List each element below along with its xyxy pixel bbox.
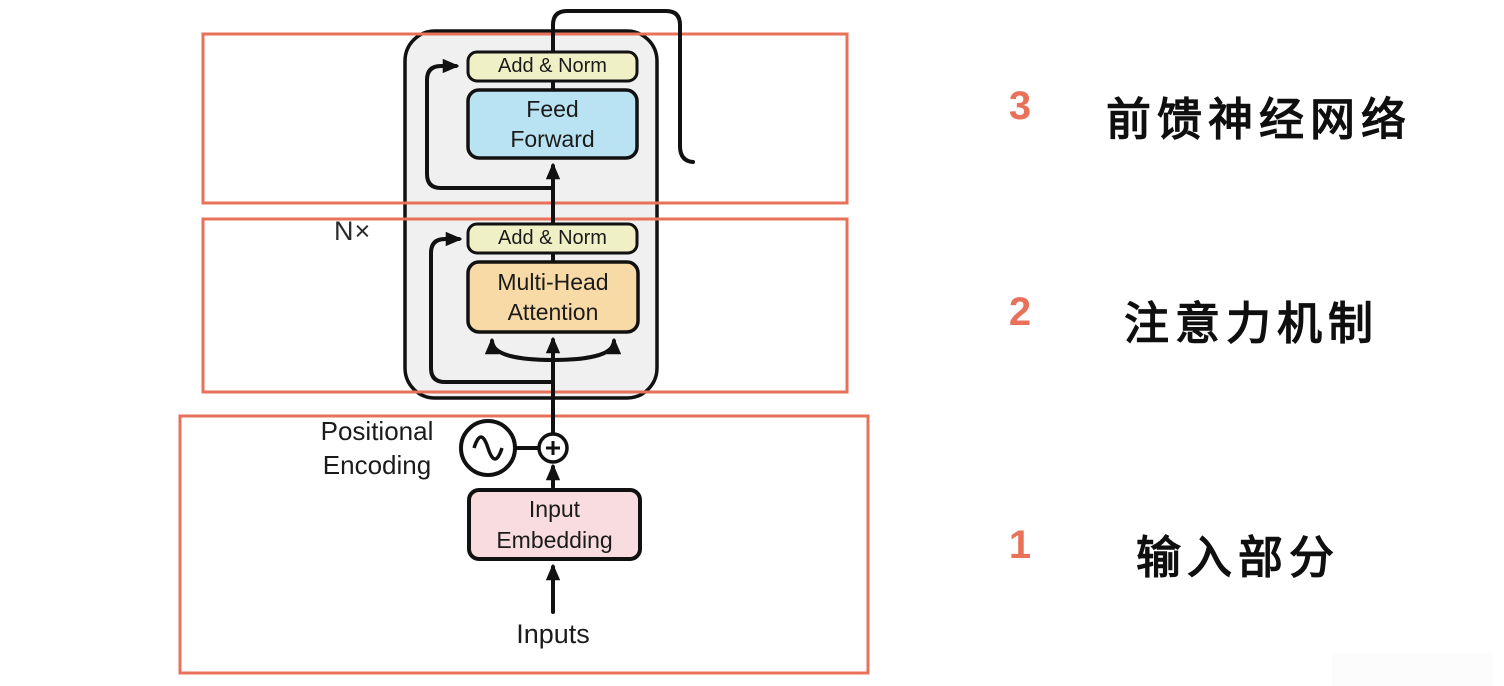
section-outline-feed-forward <box>201 32 849 205</box>
annotation-label-attention: 注意力机制 <box>1124 299 1380 349</box>
encoder-output-line <box>551 9 695 164</box>
feed-forward-box <box>466 88 639 160</box>
plus-circle-icon <box>537 432 569 464</box>
feed-forward-residual-loop <box>425 66 555 190</box>
annotation-number-1: 1 <box>1008 523 1032 567</box>
attention-fan-right-arrow <box>551 341 614 362</box>
attention-fan-left-arrow <box>492 341 555 362</box>
annotation-label-input: 输入部分 <box>1136 533 1341 583</box>
positional-encoding-icon <box>459 419 517 477</box>
section-outline-attention <box>201 217 849 394</box>
annotation-label-feed-forward: 前馈神经网络 <box>1106 95 1413 145</box>
attention-residual-loop <box>429 239 555 384</box>
encoder-block-container <box>403 29 659 400</box>
add-norm-top-box <box>466 50 639 83</box>
add-norm-mid-box <box>466 222 639 255</box>
annotation-number-3: 3 <box>1008 84 1032 128</box>
input-embedding-box <box>467 488 642 561</box>
multi-head-attention-box <box>466 260 640 334</box>
annotation-number-2: 2 <box>1008 290 1032 334</box>
watermark-block <box>1332 653 1493 686</box>
section-outline-input <box>178 414 870 675</box>
